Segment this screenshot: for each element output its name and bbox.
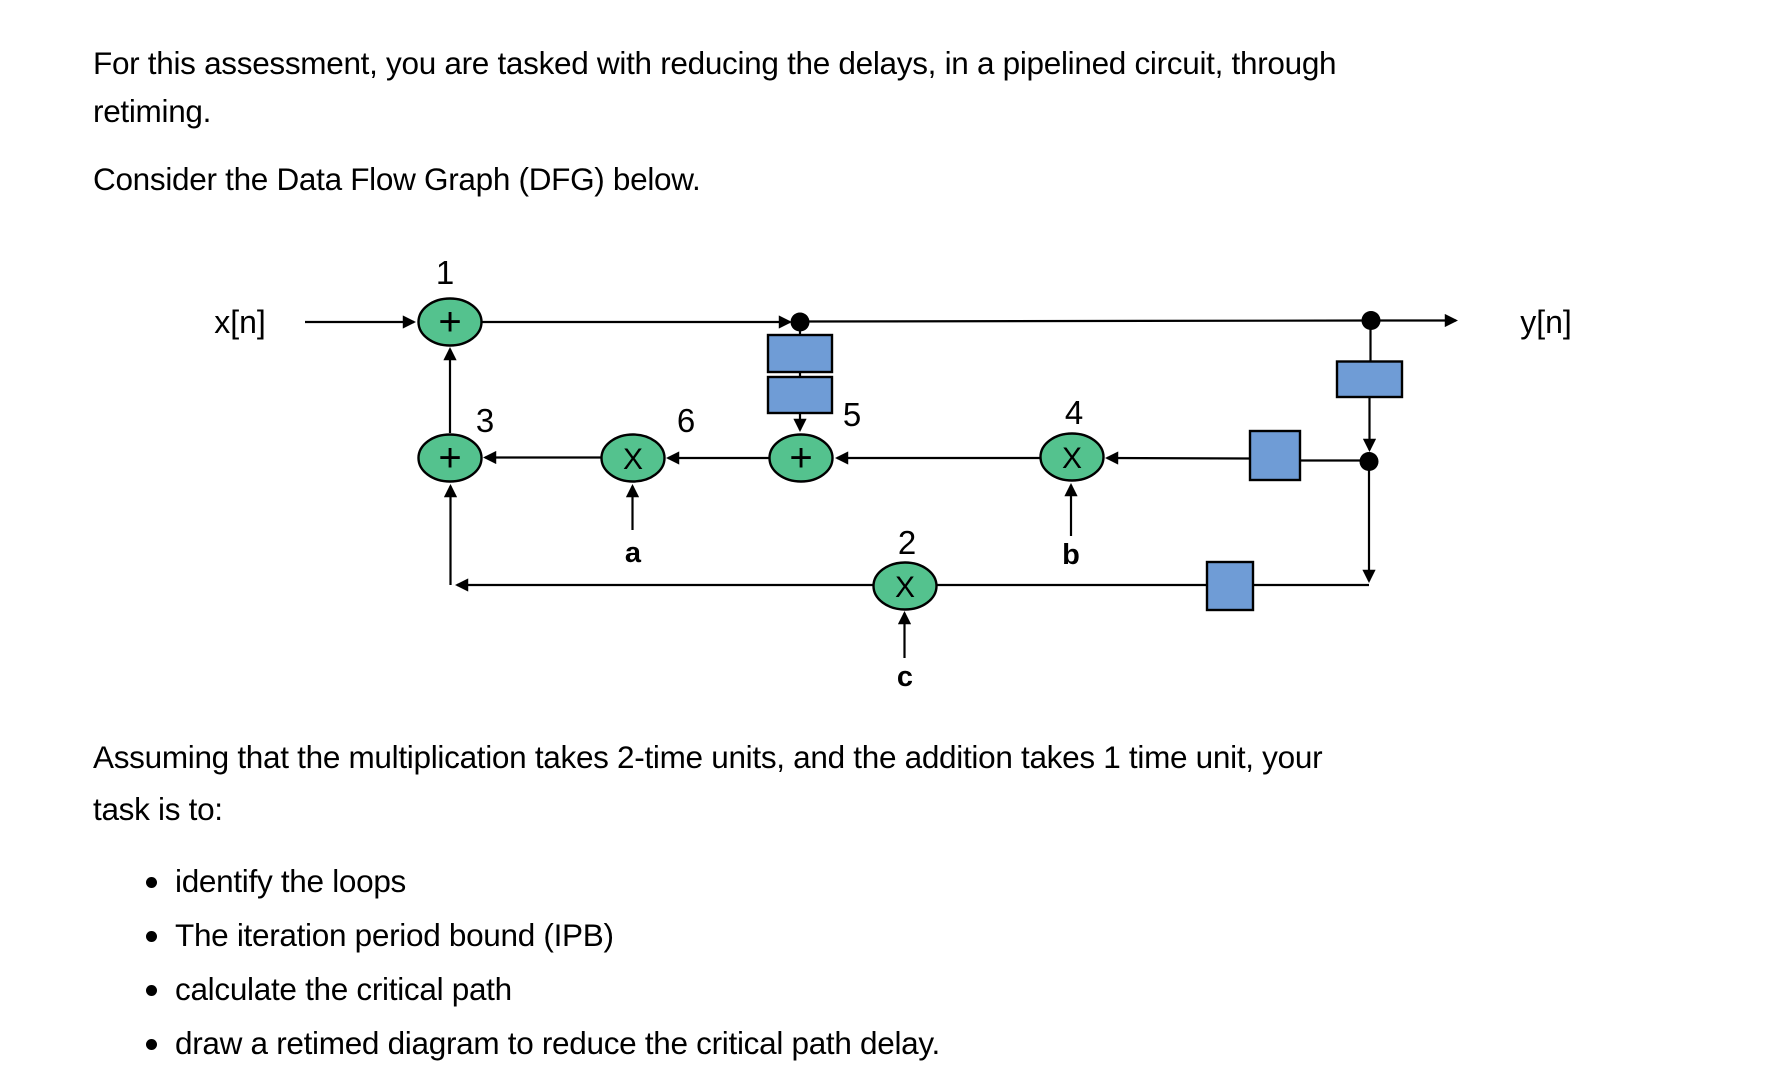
coeff-c-label: c [897,661,913,693]
task-bullet-1-text: identify the loops [175,863,407,899]
assumption-paragraph-line1: Assuming that the multiplication takes 2… [93,739,1323,775]
multiplier-node-6 [600,433,666,483]
delay-register-top-1 [766,333,834,374]
task-bullet-2: The iteration period bound (IPB) [146,917,614,953]
multiplier-node-2 [872,561,938,611]
task-bullet-4: draw a retimed diagram to reduce the cri… [146,1025,940,1061]
task-bullet-2-text: The iteration period bound (IPB) [175,917,614,953]
edge-delay-to-mult4 [1105,451,1251,465]
mult-4-op: X [1062,442,1082,475]
input-signal-label: x[n] [214,304,266,340]
node-2-label: 2 [898,524,916,561]
mult-2-op: X [895,571,915,604]
task-bullet-3: calculate the critical path [146,971,512,1007]
adder-node-3 [417,433,483,483]
junction-dot-top-right [1361,311,1381,330]
delay-register-middle [1248,429,1302,482]
bullet-dot [146,877,157,888]
coeff-b-label: b [1062,539,1080,571]
adder-node-1 [417,297,483,347]
intro-paragraph-line2: retiming. [93,93,212,129]
consider-paragraph: Consider the Data Flow Graph (DFG) below… [93,161,701,197]
task-bullet-1: identify the loops [146,863,407,899]
coeff-a-label: a [625,537,642,569]
adder-5-op: + [789,436,812,480]
output-signal-label: y[n] [1520,304,1572,340]
junction-dot-right [1359,452,1379,471]
delay-register-bottom [1205,560,1255,612]
adder-1-op: + [438,300,461,344]
assumption-paragraph-line2: task is to: [93,791,223,827]
node-5-label: 5 [843,396,861,433]
edge-junction1-to-junction2 [799,319,1372,323]
intro-paragraph-line1: For this assessment, you are tasked with… [93,45,1337,81]
junction-dot-top-left [790,312,810,332]
mult-6-op: X [623,443,643,476]
multiplier-node-4 [1039,432,1105,482]
task-bullet-3-text: calculate the critical path [175,971,512,1007]
bullet-dot [146,931,157,942]
adder-3-op: + [438,436,461,480]
node-4-label: 4 [1065,394,1083,431]
delay-register-right [1335,360,1404,399]
adder-node-5 [768,433,834,483]
node-6-label: 6 [677,402,695,439]
bullet-dot [146,1039,157,1050]
delay-register-top-2 [766,375,834,415]
node-3-label: 3 [476,402,494,439]
bullet-dot [146,985,157,996]
node-1-label: 1 [436,254,454,291]
task-bullet-4-text: draw a retimed diagram to reduce the cri… [175,1025,940,1061]
